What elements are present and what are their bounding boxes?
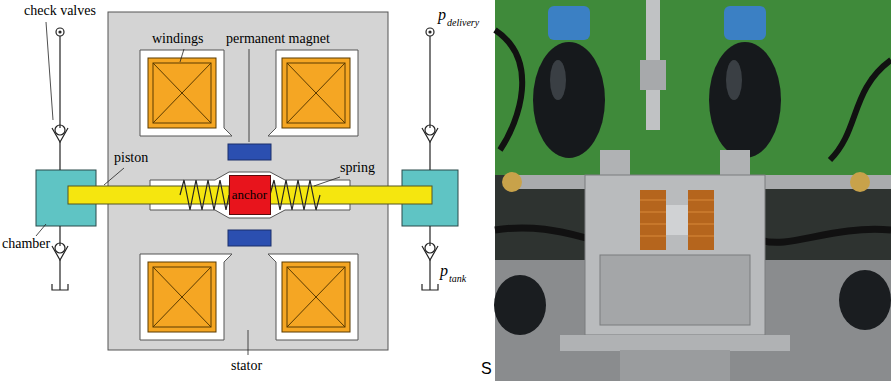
pressure-symbol: p: [440, 262, 448, 279]
part-label: check valves: [24, 3, 96, 18]
anchor-box: anchor: [229, 175, 271, 215]
winding: [282, 262, 350, 332]
permanent-magnet: [228, 230, 271, 246]
coil-pocket: [268, 254, 358, 340]
label-box: chamber: [2, 236, 50, 252]
label-box: S: [481, 360, 492, 378]
part-label: piston: [114, 150, 148, 165]
test-rig-photo: [494, 0, 891, 381]
pressure-symbol: p: [438, 6, 446, 23]
stray-letter: S: [481, 360, 492, 377]
label-box: spring: [340, 160, 375, 176]
check-valve-circuit: [52, 28, 68, 290]
spring: [270, 180, 320, 210]
node-text: anchor: [232, 187, 267, 203]
label-box: stator: [231, 358, 262, 374]
air-gap: [150, 172, 350, 218]
label-box: p: [440, 262, 448, 280]
check-valve-circuit: [422, 28, 438, 290]
coil-pocket: [140, 50, 232, 136]
part-label: windings: [152, 31, 203, 46]
label-box: permanent magnet: [226, 31, 330, 47]
leader-line: [36, 22, 340, 355]
label-box: delivery: [447, 17, 479, 29]
label-box: piston: [114, 150, 148, 166]
label-box: p: [438, 6, 446, 24]
part-label: stator: [231, 358, 262, 373]
permanent-magnet: [228, 144, 271, 160]
winding: [282, 58, 350, 128]
part-label: chamber: [2, 236, 50, 251]
pressure-subscript: delivery: [447, 17, 479, 28]
winding: [148, 58, 216, 128]
label-box: check valves: [24, 3, 96, 19]
label-box: windings: [152, 31, 203, 47]
pressure-subscript: tank: [449, 273, 466, 284]
label-box: tank: [449, 273, 466, 285]
part-label: permanent magnet: [226, 31, 330, 46]
part-label: spring: [340, 160, 375, 175]
coil-pocket: [140, 254, 232, 340]
coil-pocket: [268, 50, 358, 136]
stator-body: [108, 12, 388, 350]
spring: [180, 180, 229, 210]
winding: [148, 262, 216, 332]
